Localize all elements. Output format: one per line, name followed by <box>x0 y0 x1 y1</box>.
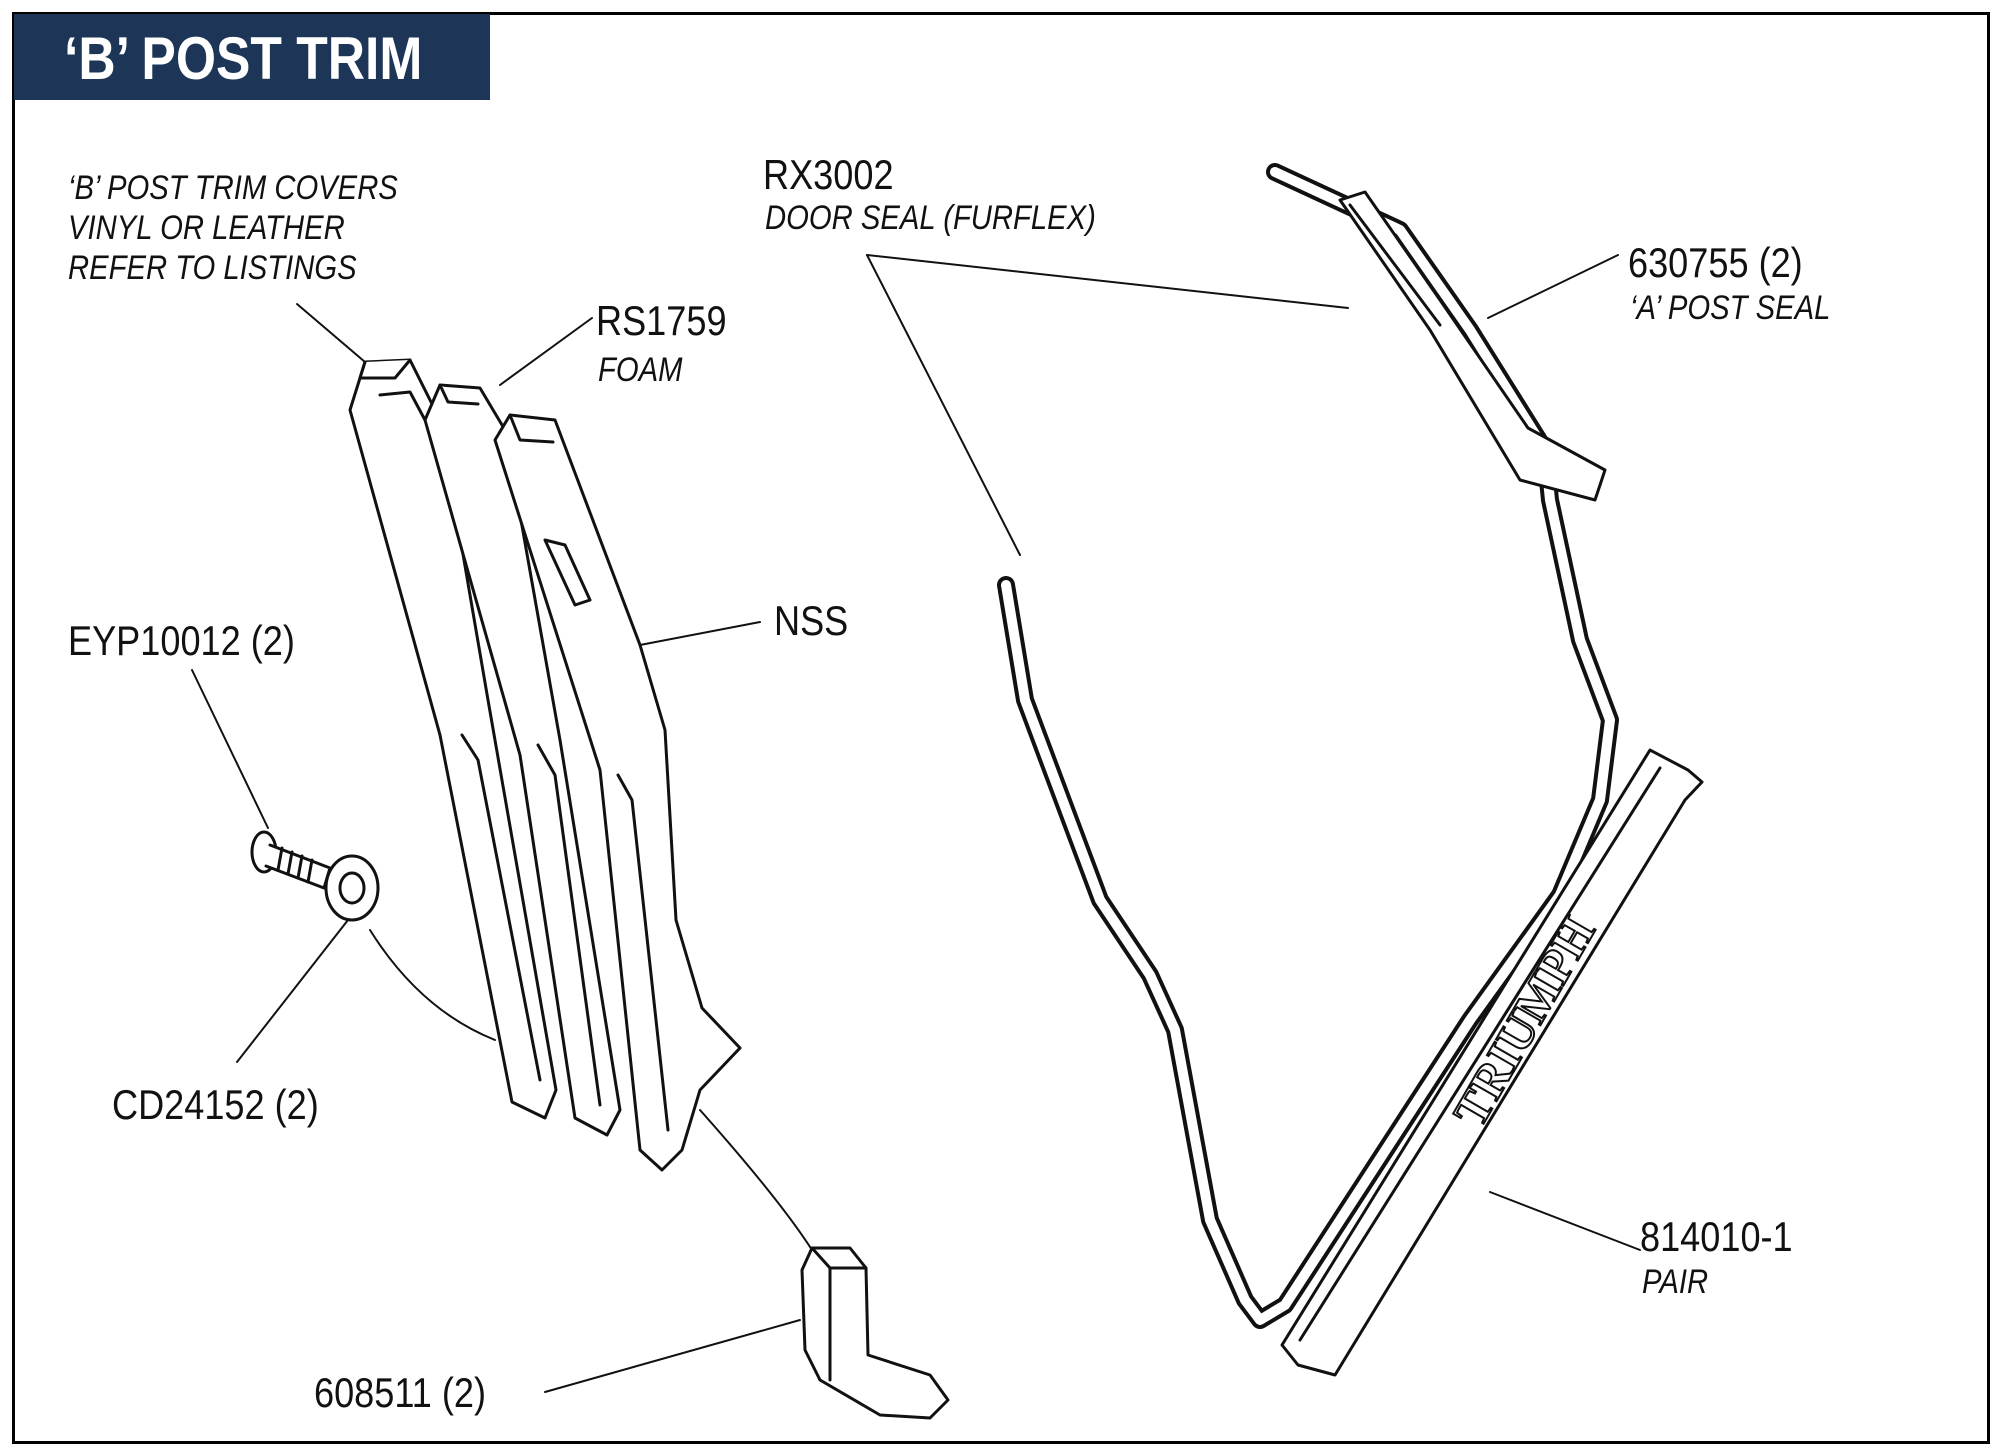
label-trim-covers-line3: REFER TO LISTINGS <box>68 249 357 287</box>
b-post-trim-cover <box>348 358 558 1120</box>
label-cd24152-part: CD24152 (2) <box>112 1081 319 1128</box>
label-rx3002-part: RX3002 <box>763 151 894 198</box>
label-814010-part: 814010-1 <box>1640 1213 1793 1260</box>
label-nss-part: NSS <box>774 597 849 644</box>
clip-608511 <box>800 1246 950 1420</box>
sill-plate-814010-1 <box>1280 748 1704 1377</box>
label-630755-desc: ‘A’ POST SEAL <box>1630 289 1831 327</box>
cup-washer-cd24152 <box>324 854 380 922</box>
label-trim-covers-line1: ‘B’ POST TRIM COVERS <box>68 169 398 207</box>
label-608511-part: 608511 (2) <box>314 1369 487 1416</box>
door-seal-rx3002 <box>997 163 1619 1329</box>
label-630755-part: 630755 (2) <box>1628 239 1803 286</box>
label-814010-desc: PAIR <box>1642 1263 1709 1301</box>
label-rs1759-desc: FOAM <box>598 351 683 389</box>
page-title: ‘B’ POST TRIM <box>64 25 423 92</box>
label-eyp10012-part: EYP10012 (2) <box>68 617 295 664</box>
diagram-frame <box>12 12 1990 1444</box>
rs1759-foam-pad <box>423 383 622 1137</box>
a-post-seal-630755 <box>1338 190 1607 502</box>
leader-lines <box>191 254 1641 1393</box>
label-rs1759-part: RS1759 <box>596 297 727 344</box>
nss-inner-panel <box>493 413 742 1172</box>
screw-eyp10012 <box>250 830 332 890</box>
label-rx3002-desc: DOOR SEAL (FURFLEX) <box>765 199 1096 237</box>
title-bar: ‘B’ POST TRIM <box>14 14 490 100</box>
label-trim-covers-line2: VINYL OR LEATHER <box>68 209 345 247</box>
